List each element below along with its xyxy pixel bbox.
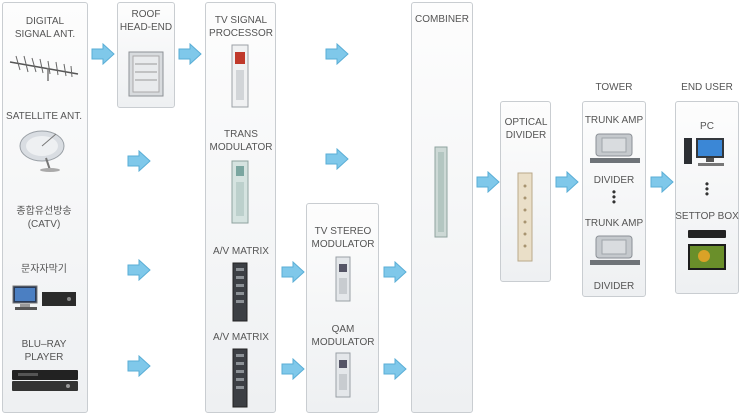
settop-box-icon: [688, 230, 726, 270]
divider-1-label: DIVIDER: [593, 175, 635, 186]
satellite-dish-icon: [19, 130, 65, 172]
av-matrix-2-icon: [232, 348, 248, 408]
combiner-icon: [434, 146, 448, 238]
av-matrix-1-label: A/V MATRIX: [213, 246, 269, 257]
end-user-ellipsis: •••: [704, 177, 710, 201]
tower-title: TOWER: [595, 82, 633, 93]
headend-cabinet-icon: [128, 51, 164, 97]
trans-modulator-icon: [231, 160, 249, 224]
tv-signal-processor-label: TV SIGNAL PROCESSOR: [209, 15, 273, 39]
settop-box-label: SETTOP BOX: [675, 211, 739, 222]
caption-generator-icon: [12, 285, 76, 310]
qam-modulator-icon: [335, 352, 351, 398]
trunk-amp-2-label: TRUNK AMP: [584, 218, 644, 229]
arrow-icon: [325, 148, 349, 170]
arrow-icon: [127, 355, 151, 377]
combiner-label: COMBINER: [415, 14, 469, 25]
arrow-icon: [555, 171, 579, 193]
qam-modulator-label: QAM MODULATOR: [311, 324, 375, 348]
tv-stereo-modulator-label: TV STEREO MODULATOR: [311, 226, 375, 250]
satellite-ant-label: SATELLITE ANT.: [6, 111, 82, 122]
arrow-icon: [476, 171, 500, 193]
digital-ant-label: DIGITAL SIGNAL ANT.: [14, 16, 76, 40]
trans-modulator-label: TRANS MODULATOR: [209, 129, 273, 153]
av-matrix-1-icon: [232, 262, 248, 322]
arrow-icon: [127, 259, 151, 281]
trunk-amp-1-icon: [590, 133, 640, 163]
optical-divider-icon: [517, 172, 533, 262]
signal-processor-icon: [231, 44, 249, 108]
arrow-icon: [127, 150, 151, 172]
trunk-amp-1-label: TRUNK AMP: [584, 115, 644, 126]
arrow-icon: [383, 358, 407, 380]
antenna-icon: [9, 55, 79, 81]
bluray-player-icon: [12, 370, 78, 391]
tower-ellipsis: •••: [611, 185, 617, 209]
arrow-icon: [281, 358, 305, 380]
sources-panel: [2, 2, 88, 413]
arrow-icon: [281, 261, 305, 283]
arrow-icon: [650, 171, 674, 193]
catv-label: 종합유선방송 (CATV): [16, 206, 72, 230]
optical-divider-label: OPTICAL DIVIDER: [504, 117, 548, 141]
divider-2-label: DIVIDER: [593, 281, 635, 292]
arrow-icon: [383, 261, 407, 283]
trunk-amp-2-icon: [590, 235, 640, 265]
tv-stereo-modulator-icon: [335, 256, 351, 302]
bluray-label: BLU–RAY PLAYER: [21, 339, 67, 363]
arrow-icon: [325, 43, 349, 65]
roof-headend-label: ROOF HEAD-END: [119, 9, 173, 33]
text-broadcast-label: 문자자막기: [21, 264, 67, 275]
av-matrix-2-label: A/V MATRIX: [213, 332, 269, 343]
arrow-icon: [91, 43, 115, 65]
arrow-icon: [178, 43, 202, 65]
pc-label: PC: [700, 121, 714, 132]
end-user-title: END USER: [681, 82, 733, 93]
pc-icon: [684, 138, 724, 166]
